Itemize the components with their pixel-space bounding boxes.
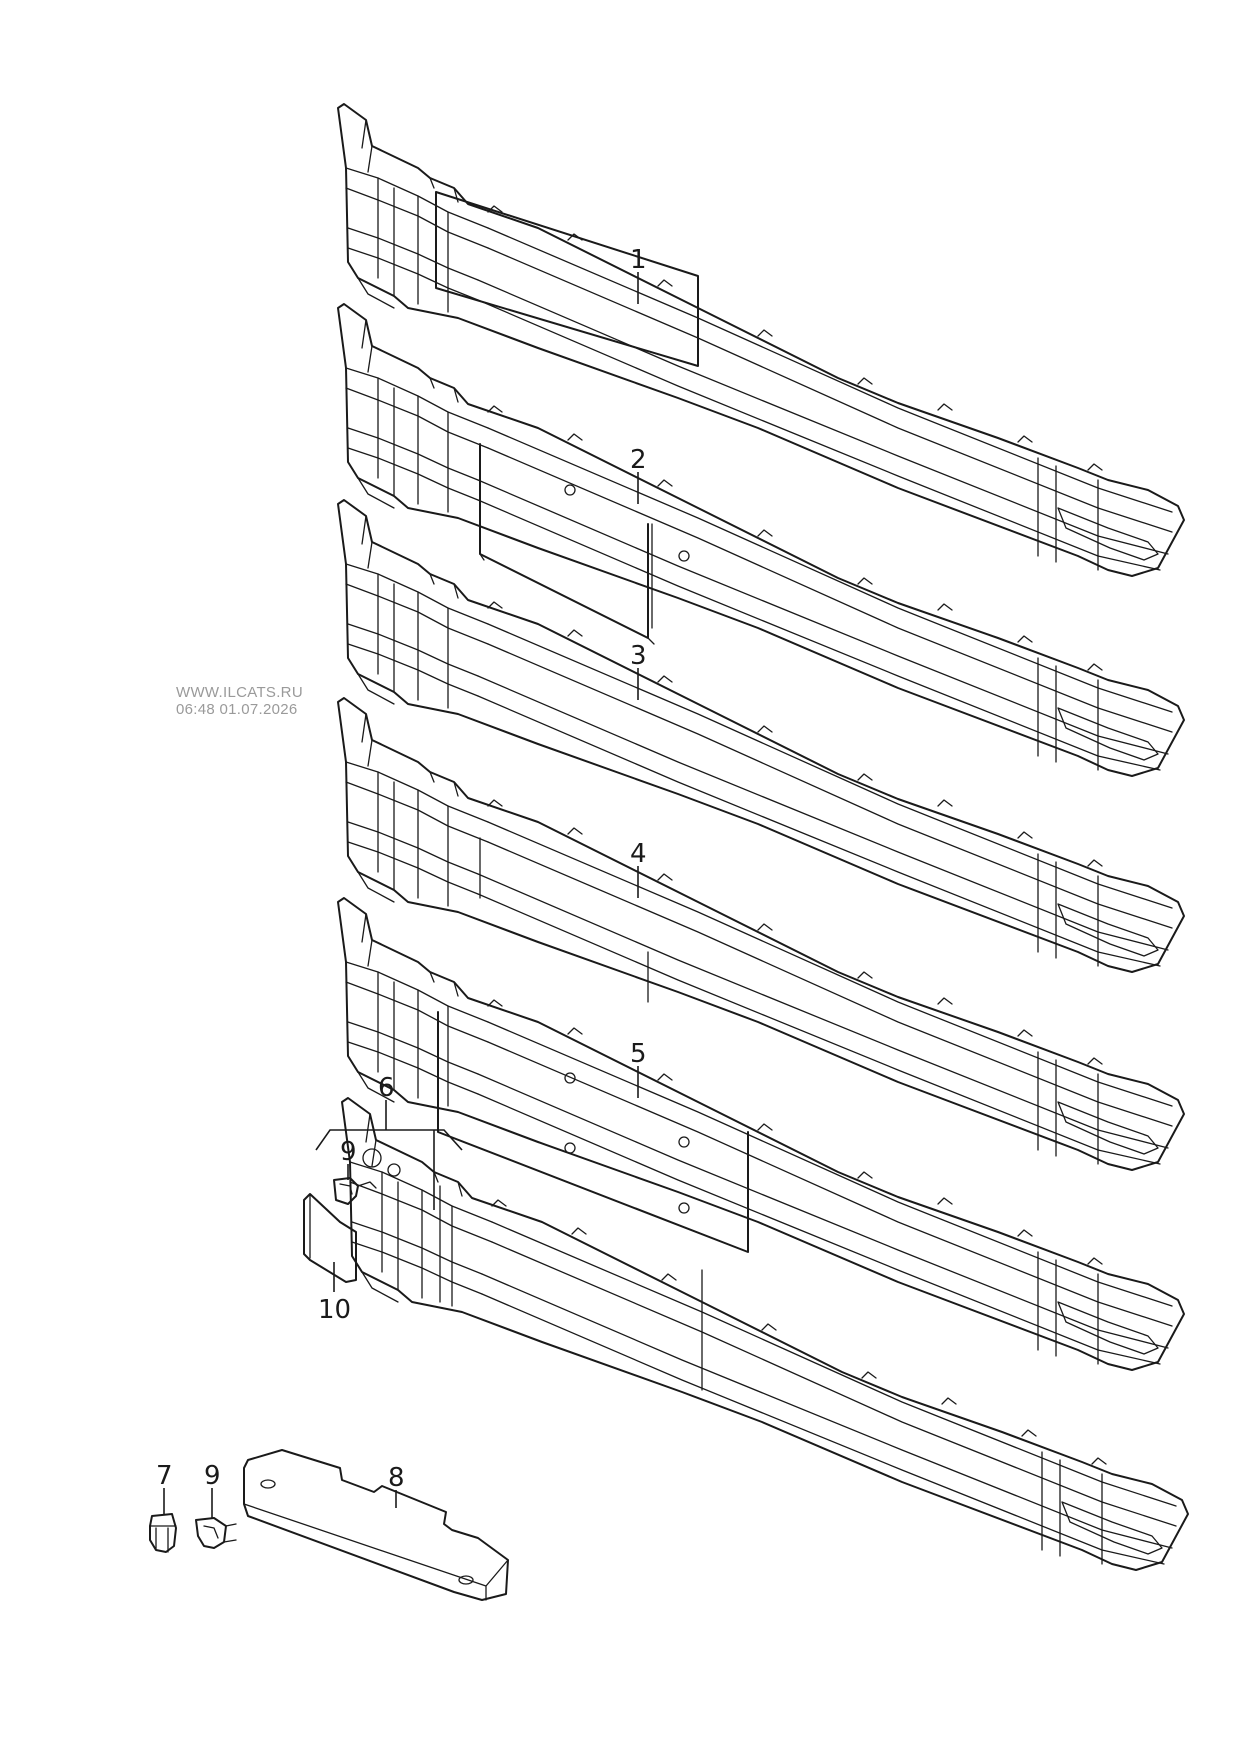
callout-6: 6 <box>378 1073 395 1103</box>
callout-7: 7 <box>156 1461 173 1491</box>
callout-9-lower: 9 <box>204 1461 221 1491</box>
callout-4: 4 <box>630 839 647 869</box>
callout-9-upper: 9 <box>340 1137 357 1167</box>
callout-5: 5 <box>630 1039 647 1069</box>
clip-part-9-upper <box>333 1177 377 1205</box>
grille-part-4 <box>337 697 1185 1171</box>
grille-part-6 <box>341 1097 1189 1571</box>
grille-part-1 <box>337 103 1185 577</box>
watermark-timestamp: 06:48 01.07.2026 <box>176 701 298 718</box>
nut-part-7 <box>149 1513 177 1553</box>
grille-part-5 <box>337 897 1185 1371</box>
leader-lines <box>163 272 639 1518</box>
callout-8: 8 <box>388 1463 405 1493</box>
watermark-site: WWW.ILCATS.RU <box>176 684 303 701</box>
plate-part-10 <box>303 1193 357 1283</box>
watermark: WWW.ILCATS.RU 06:48 01.07.2026 <box>176 684 303 718</box>
callout-10: 10 <box>318 1295 351 1325</box>
callout-3: 3 <box>630 641 647 671</box>
callout-1: 1 <box>630 245 647 275</box>
grille-part-2 <box>337 303 1185 777</box>
callout-2: 2 <box>630 445 647 475</box>
clip-part-9-lower <box>195 1517 237 1549</box>
bracket-part-8 <box>243 1449 509 1601</box>
grille-part-3 <box>337 499 1185 973</box>
